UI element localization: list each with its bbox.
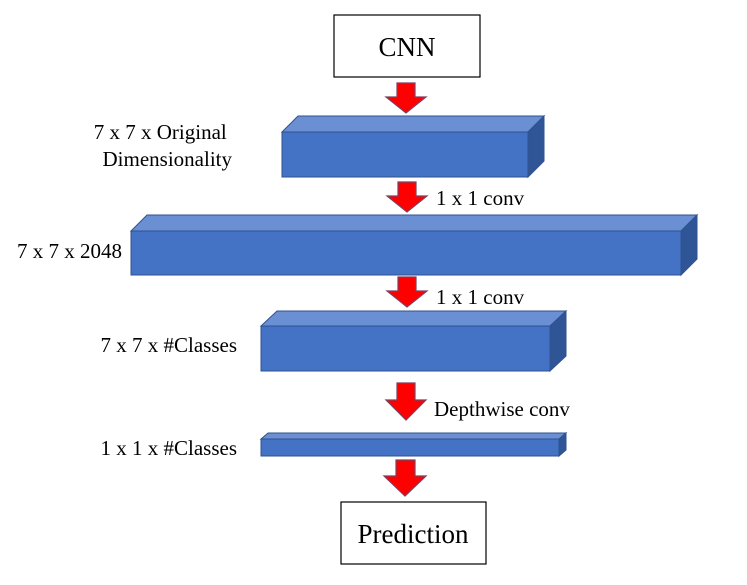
layer-block-2-top bbox=[129, 214, 699, 232]
cnn-node: CNN bbox=[333, 14, 481, 78]
layer-block-3-front bbox=[260, 325, 551, 372]
layer-2-label-line-1: 7 x 7 x 2048 bbox=[17, 239, 122, 263]
transition-2-label: 1 x 1 conv bbox=[436, 186, 525, 210]
layer-block-3 bbox=[259, 309, 568, 373]
prediction-node: Prediction bbox=[340, 501, 487, 565]
layer-block-4-top bbox=[259, 432, 568, 440]
layer-4-label-line-1: 1 x 1 x #Classes bbox=[101, 436, 238, 460]
layer-block-3-top bbox=[259, 310, 568, 327]
layer-block-1 bbox=[280, 114, 546, 179]
layer-block-2-front bbox=[130, 230, 682, 276]
arrow-layer1-to-layer2 bbox=[385, 181, 429, 213]
layer-2-label: 7 x 7 x 2048 bbox=[17, 239, 122, 263]
cnn-box bbox=[333, 14, 481, 78]
arrow-layer3-to-layer4 bbox=[384, 382, 428, 421]
layer-block-4 bbox=[259, 431, 568, 458]
layer-1-label: 7 x 7 x Original Dimensionality bbox=[94, 120, 233, 171]
layer-block-2 bbox=[129, 213, 699, 277]
layer-3-label-line-1: 7 x 7 x #Classes bbox=[101, 333, 238, 357]
arrow-layer2-to-layer3 bbox=[385, 276, 429, 308]
prediction-box bbox=[340, 501, 487, 565]
arrow-cnn-to-layer1 bbox=[384, 82, 428, 114]
layer-block-1-top bbox=[280, 115, 546, 133]
layer-4-label: 1 x 1 x #Classes bbox=[101, 436, 238, 460]
layer-1-label-line-1: 7 x 7 x Original bbox=[94, 120, 227, 144]
cnn-label: CNN bbox=[378, 32, 435, 62]
layer-1-label-line-2: Dimensionality bbox=[103, 147, 233, 171]
layer-block-4-front bbox=[260, 438, 560, 457]
layer-block-1-front bbox=[281, 131, 529, 178]
transition-4-label: Depthwise conv bbox=[434, 397, 570, 421]
prediction-label: Prediction bbox=[358, 519, 469, 549]
transition-3-label: 1 x 1 conv bbox=[436, 285, 525, 309]
arrow-layer4-to-prediction bbox=[382, 459, 428, 497]
layer-3-label: 7 x 7 x #Classes bbox=[101, 333, 238, 357]
